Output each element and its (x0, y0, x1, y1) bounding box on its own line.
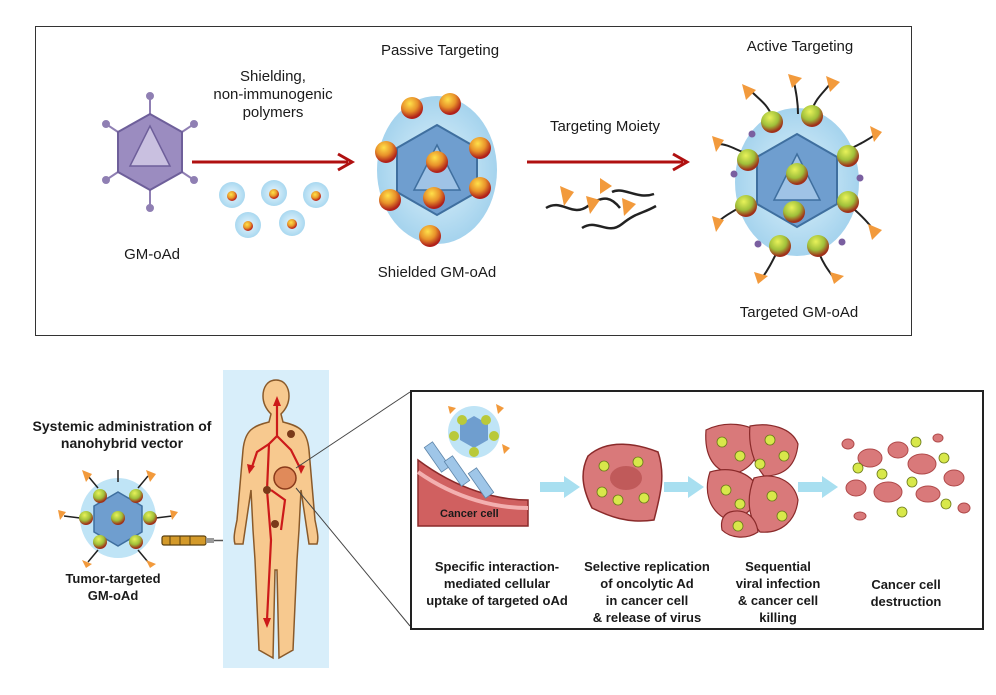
tumor-targeted-label: Tumor-targeted GM-oAd (65, 571, 161, 603)
process-arrow-3 (798, 476, 838, 498)
targeted-gm-oad-icon (712, 74, 882, 284)
step-1-label: Specific interaction- mediated cellular … (426, 559, 568, 608)
process-arrow-2 (664, 476, 704, 498)
syringe-icon (161, 535, 228, 546)
step-3-label: Sequential viral infection & cancer cell… (735, 559, 821, 625)
step-2-label: Selective replication of oncolytic Ad in… (584, 559, 710, 625)
cancer-cell-uptake-icon (416, 404, 529, 527)
active-targeting-label: Active Targeting (746, 38, 854, 55)
process-arrow-1 (540, 476, 580, 498)
shielded-gm-oad-icon (375, 93, 497, 247)
targeting-moiety-label: Targeting Moiety (549, 118, 661, 135)
gm-oad-label: GM-oAd (124, 246, 180, 263)
infected-cell-icon (582, 443, 663, 522)
step-4-label: Cancer cell destruction (870, 577, 942, 609)
shielding-label: Shielding, non-immunogenic polymers (213, 68, 333, 121)
infected-cluster-icon (705, 423, 799, 538)
red-arrow-2 (527, 152, 691, 172)
targeting-moiety-icon (545, 178, 657, 230)
targeted-gm-oad-label: Targeted GM-oAd (739, 304, 859, 321)
cancer-cell-tag: Cancer cell (440, 508, 499, 520)
polymer-bubbles (219, 180, 329, 238)
shielded-gm-oad-label: Shielded GM-oAd (377, 264, 497, 281)
human-body-icon (233, 379, 319, 660)
red-arrow-1 (192, 152, 356, 172)
gm-oad-virus-icon (102, 92, 198, 212)
systemic-administration-label: Systemic administration of nanohybrid ve… (32, 418, 212, 451)
tumor-targeted-vector-icon (58, 470, 178, 568)
cell-destruction-icon (841, 433, 971, 521)
passive-targeting-label: Passive Targeting (380, 42, 500, 59)
